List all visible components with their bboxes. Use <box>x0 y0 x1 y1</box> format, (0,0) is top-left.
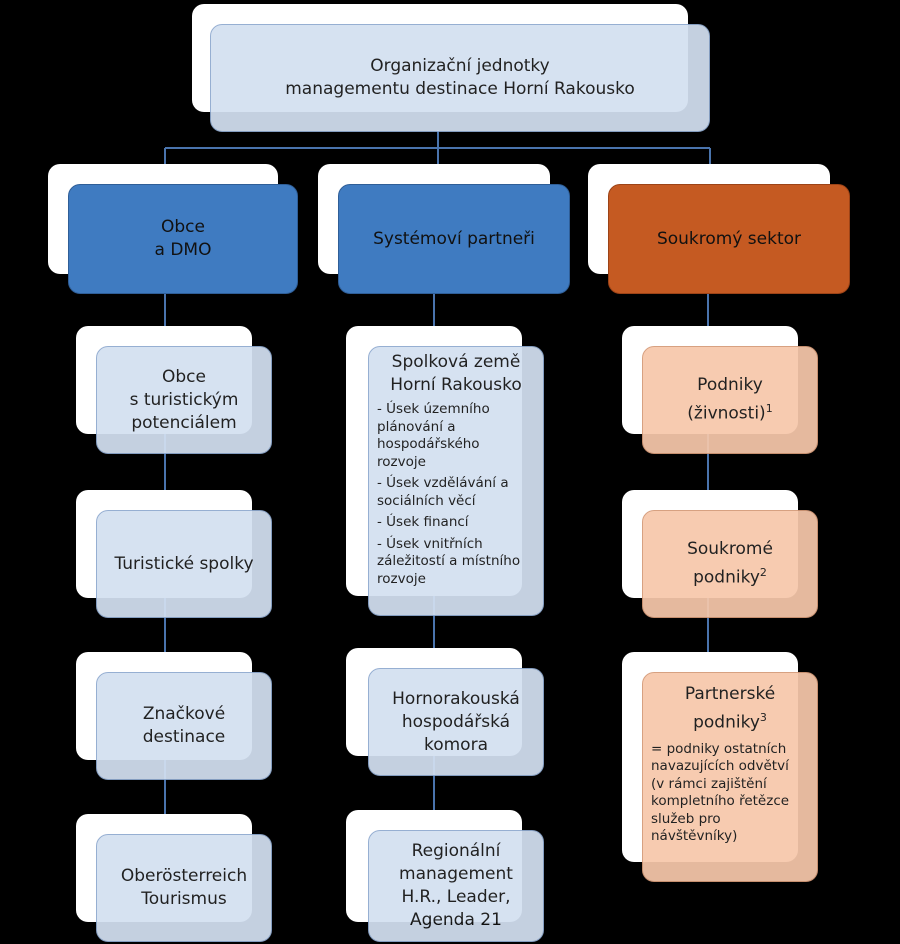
department-list: - Úsek územního plánování a hospodářskéh… <box>377 401 535 592</box>
category-label: Soukromý sektor <box>656 228 802 249</box>
category-private-sector: Soukromý sektor <box>588 164 852 296</box>
node-label: Soukromé podniky2 <box>687 539 773 588</box>
node-label: Značkové destinace <box>142 704 226 747</box>
department-item: - Úsek financí <box>377 514 469 530</box>
department-item: - Úsek územního plánování a hospodářskéh… <box>377 401 490 470</box>
node-label: Oberösterreich Tourismus <box>120 866 248 909</box>
node-businesses: Podniky (živnosti)1 <box>622 326 818 454</box>
node-label: Hornorakouská hospodářská komora <box>392 688 520 755</box>
node-title: Spolková země Horní Rakousko <box>390 352 522 395</box>
node-partner-businesses: Partnerské podniky3 = podniky ostatních … <box>622 652 818 882</box>
footnote-ref: 3 <box>759 711 767 724</box>
department-item: - Úsek vnitřních záležitostí a místního … <box>377 535 521 587</box>
footnote-ref: 2 <box>759 566 767 580</box>
node-chamber: Hornorakouská hospodářská komora <box>346 648 544 776</box>
department-item: - Úsek vzdělávání a sociálních věcí <box>377 475 509 509</box>
node-ooe-tourismus: Oberösterreich Tourismus <box>76 814 272 942</box>
node-label: Obce s turistickým potenciálem <box>129 366 239 433</box>
category-label: Obce a DMO <box>154 217 212 260</box>
node-regional-management: Regionální management H.R., Leader, Agen… <box>346 810 544 942</box>
node-obce-tourist: Obce s turistickým potenciálem <box>76 326 272 454</box>
node-label: Partnerské podniky3 <box>684 684 776 733</box>
node-label: Regionální management H.R., Leader, Agen… <box>399 841 513 930</box>
node-private-businesses: Soukromé podniky2 <box>622 490 818 618</box>
footnote-ref: 1 <box>765 402 773 416</box>
node-federal-state: Spolková země Horní Rakousko - Úsek územ… <box>346 326 544 616</box>
category-obce-dmo: Obce a DMO <box>48 164 300 296</box>
node-label: Turistické spolky <box>114 553 254 574</box>
category-system-partners: Systémoví partneři <box>318 164 572 296</box>
node-label: Podniky (živnosti)1 <box>687 375 773 424</box>
node-brand-destinations: Značkové destinace <box>76 652 272 780</box>
root-label: Organizační jednotky managementu destina… <box>285 56 635 99</box>
root-node: Organizační jednotky managementu destina… <box>192 4 712 132</box>
node-note: = podniky ostatních navazujících odvětví… <box>651 740 790 845</box>
category-label: Systémoví partneři <box>373 228 535 249</box>
node-tourist-clubs: Turistické spolky <box>76 490 272 618</box>
